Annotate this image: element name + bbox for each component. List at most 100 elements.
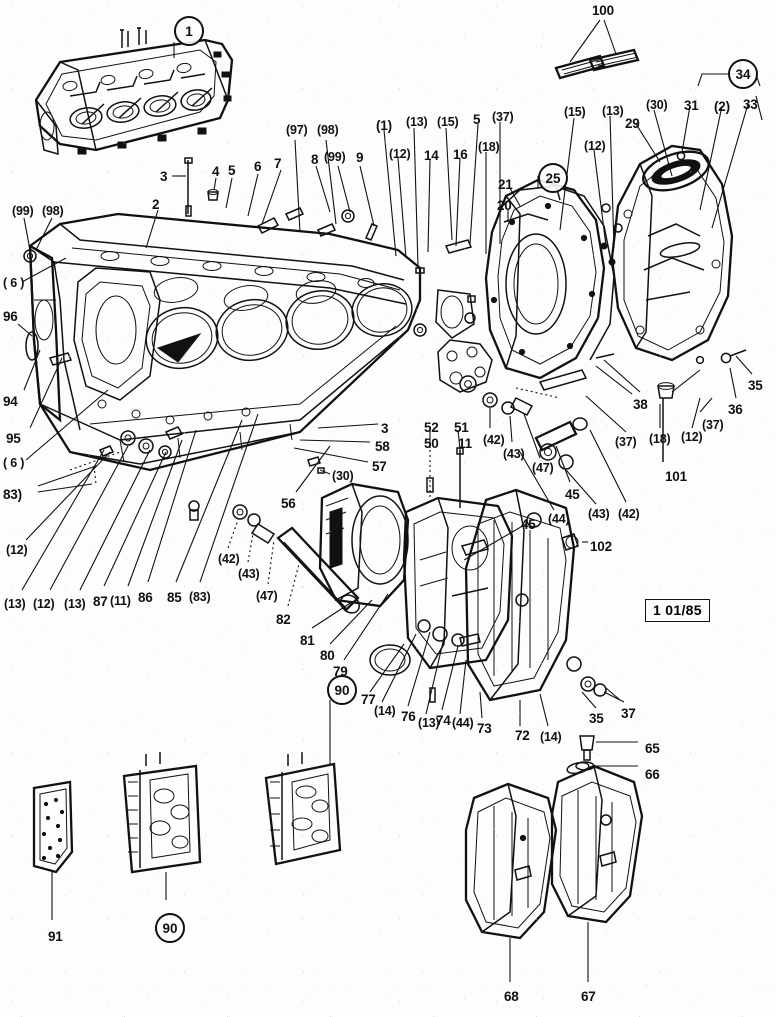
callout-n37a: (37)	[492, 110, 514, 124]
callout-n101: 101	[665, 469, 687, 484]
callout-n87: 87	[93, 594, 108, 609]
callout-n13e: (13)	[418, 716, 440, 730]
callout-n56: 56	[281, 496, 296, 511]
callout-n33: 33	[743, 97, 758, 112]
part-100-shims	[554, 48, 640, 80]
callout-n14c: (14)	[540, 730, 562, 744]
callout-n42b: (42)	[483, 433, 505, 447]
callout-n77: 77	[361, 692, 376, 707]
callout-n6t: 6	[254, 159, 262, 174]
callout-n95: 95	[6, 431, 21, 446]
callout-n73: 73	[477, 721, 492, 736]
callout-n6b: ( 6 )	[3, 456, 25, 470]
callout-n13c: (13)	[4, 597, 26, 611]
callout-n42a: (42)	[218, 552, 240, 566]
callout-n65: 65	[645, 741, 660, 756]
callout-n20: 20	[497, 198, 512, 213]
callout-n43b: (43)	[503, 447, 525, 461]
callout-n8: 8	[311, 152, 319, 167]
callout-n30b: (30)	[332, 469, 354, 483]
part-engine-block-main	[23, 157, 422, 472]
callout-n30: (30)	[646, 98, 668, 112]
callout-n36: 36	[728, 402, 743, 417]
callout-n86: 86	[138, 590, 153, 605]
callout-n96: 96	[3, 309, 18, 324]
callout-n35b: 35	[589, 711, 604, 726]
callout-n52: 52	[424, 420, 439, 435]
circled-callout-c90a: 90	[327, 675, 357, 705]
callout-n31: 31	[684, 98, 699, 113]
callout-n16: 16	[453, 147, 468, 162]
callout-n83b: (83)	[189, 590, 211, 604]
callout-n100: 100	[592, 3, 614, 18]
callout-n37c: (37)	[702, 418, 724, 432]
callout-n43c: (43)	[588, 507, 610, 521]
callout-n3m: 3	[381, 421, 389, 436]
part-cylinder-head-top	[34, 27, 234, 156]
callout-n51: 51	[454, 420, 469, 435]
part-bottom-gaskets	[32, 700, 342, 920]
callout-n5: 5	[473, 112, 481, 127]
callout-n68: 68	[504, 989, 519, 1004]
callout-n44a: (44)	[452, 716, 474, 730]
circled-callout-c90b: 90	[155, 913, 185, 943]
callout-n18b: (18)	[649, 432, 671, 446]
callout-n42c: (42)	[618, 507, 640, 521]
callout-n43a: (43)	[238, 567, 260, 581]
callout-n9: 9	[356, 150, 364, 165]
drawing-date-box: 1 01/85	[645, 599, 710, 622]
callout-n99a: (99)	[324, 150, 346, 164]
callout-n13b: (13)	[406, 115, 428, 129]
callout-n97: (97)	[286, 123, 308, 137]
callout-n2b: (2)	[714, 99, 730, 114]
callout-n98b: (98)	[42, 204, 64, 218]
callout-n82: 82	[276, 612, 291, 627]
callout-n85: 85	[167, 590, 182, 605]
callout-n58: 58	[375, 439, 390, 454]
callout-n12d: (12)	[33, 597, 55, 611]
callout-n102: 102	[590, 539, 612, 554]
callout-n72: 72	[515, 728, 530, 743]
callout-n13d: (13)	[64, 597, 86, 611]
callout-n80: 80	[320, 648, 335, 663]
callout-n45b: 45	[521, 517, 536, 532]
callout-n13a: (13)	[602, 104, 624, 118]
callout-n18: (18)	[478, 140, 500, 154]
circled-callout-c34: 34	[728, 59, 758, 89]
callout-n2: 2	[152, 197, 160, 212]
callout-n14b: (14)	[374, 704, 396, 718]
callout-n99b: (99)	[12, 204, 34, 218]
callout-n15a: (15)	[564, 105, 586, 119]
callout-n7: 7	[274, 156, 282, 171]
callout-n47a: (47)	[256, 589, 278, 603]
callout-n57: 57	[372, 459, 387, 474]
callout-n38: 38	[633, 397, 648, 412]
callout-n76: 76	[401, 709, 416, 724]
callout-n4: 4	[212, 164, 220, 179]
callout-n21: 21	[498, 177, 513, 192]
circled-callout-c1: 1	[174, 16, 204, 46]
callout-n98a: (98)	[317, 123, 339, 137]
callout-n81: 81	[300, 633, 315, 648]
callout-n1p: (1)	[376, 118, 392, 133]
callout-n50: 50	[424, 436, 439, 451]
callout-n12b: (12)	[389, 147, 411, 161]
callout-n12a: (12)	[584, 139, 606, 153]
callout-n67: 67	[581, 989, 596, 1004]
callout-n12c: (12)	[6, 543, 28, 557]
callout-n29: 29	[625, 116, 640, 131]
callout-n83a: 83)	[3, 487, 22, 502]
callout-n35a: 35	[748, 378, 763, 393]
callout-n79: 79	[333, 664, 348, 679]
part-oil-pump-housing	[413, 239, 493, 393]
callout-n45a: 45	[565, 487, 580, 502]
callout-n37b: (37)	[615, 435, 637, 449]
callout-n11b: (11)	[110, 594, 131, 608]
callout-n14a: 14	[424, 148, 439, 163]
callout-n66: 66	[645, 767, 660, 782]
callout-n3t: 3	[160, 169, 168, 184]
callout-n91: 91	[48, 929, 63, 944]
callout-n44b: (44)	[548, 512, 570, 526]
part-oil-pans	[464, 761, 644, 982]
